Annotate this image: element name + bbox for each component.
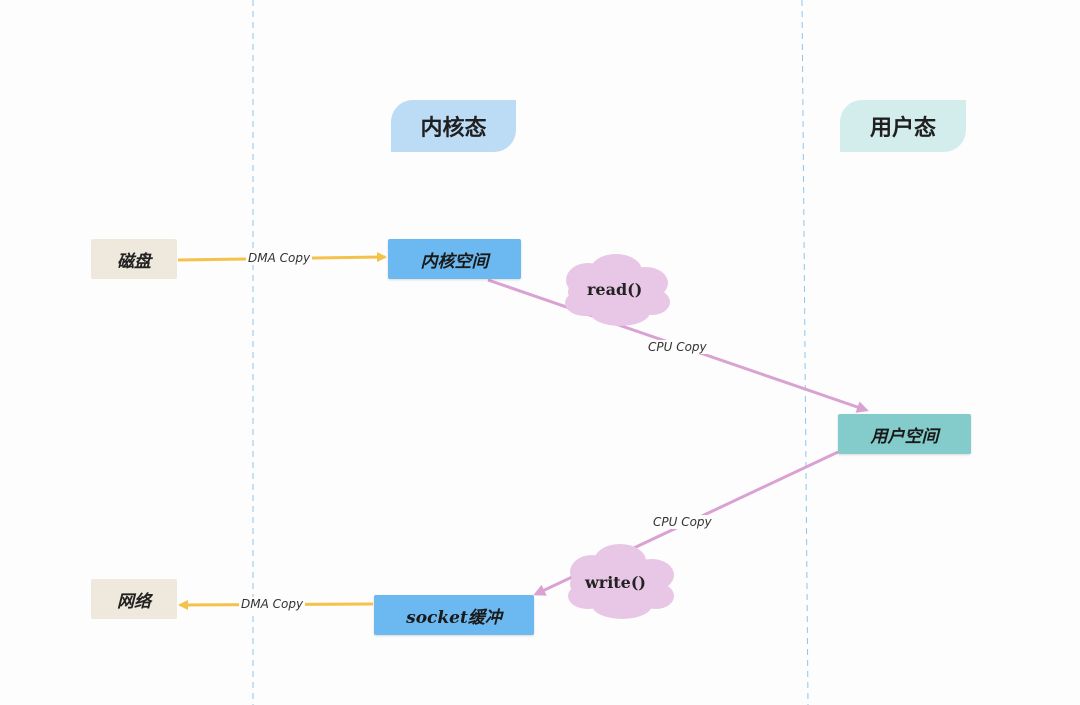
kernel-space-node: 内核空间 [388, 239, 521, 279]
user-mode-header: 用户态 [840, 100, 966, 152]
dma-copy-in-label: DMA Copy [246, 251, 313, 265]
read-call-label: read() [587, 280, 643, 299]
dma-copy-out-label: DMA Copy [239, 597, 306, 611]
write-call-label: write() [585, 573, 646, 592]
write-call-cloud [568, 544, 674, 619]
kernel-mode-header: 内核态 [391, 100, 516, 152]
user-mode-divider [801, 0, 809, 705]
cpu-copy-write-label: CPU Copy [651, 515, 714, 529]
network-node: 网络 [91, 579, 177, 619]
user-space-node: 用户空间 [838, 414, 971, 454]
disk-node: 磁盘 [91, 239, 177, 279]
cpu-copy-read-label: CPU Copy [646, 340, 709, 354]
socket-buffer-node: socket缓冲 [374, 595, 534, 635]
read-call-cloud [565, 254, 670, 326]
